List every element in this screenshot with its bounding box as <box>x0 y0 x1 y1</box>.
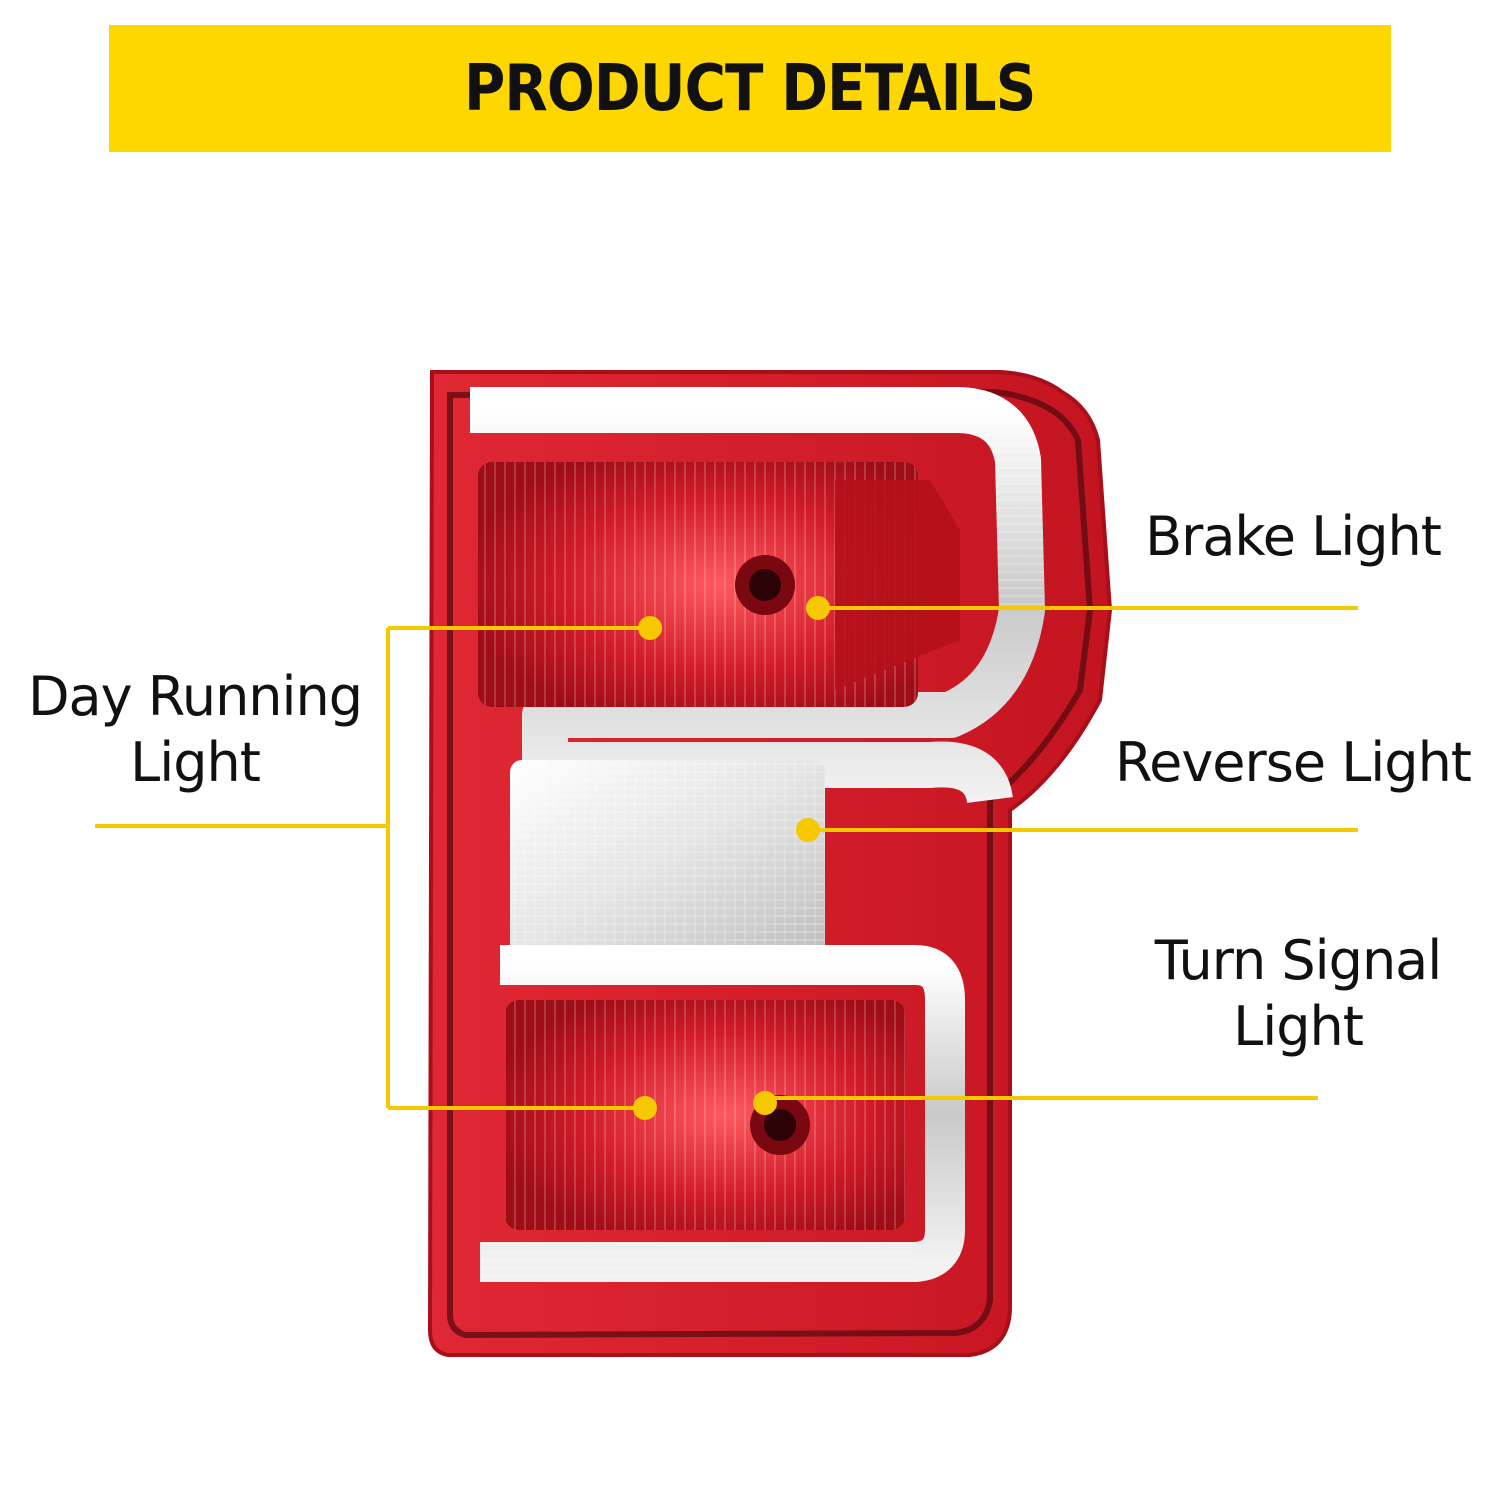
day-running-light-label: Day Running Light <box>5 664 385 796</box>
reverse-light-text: Reverse Light <box>1115 731 1472 794</box>
turn-signal-line2: Light <box>1233 995 1364 1058</box>
turn-signal-light-label: Turn Signal Light <box>1128 928 1468 1060</box>
header-banner: PRODUCT DETAILS <box>109 25 1391 152</box>
reverse-dot <box>796 818 820 842</box>
reverse-light-label: Reverse Light <box>1098 730 1488 796</box>
brake-light-text: Brake Light <box>1145 505 1442 568</box>
day-running-line1: Day Running <box>27 665 363 728</box>
day-running-line2: Light <box>130 731 261 794</box>
page-title: PRODUCT DETAILS <box>464 51 1036 126</box>
turn-signal-line1: Turn Signal <box>1154 929 1443 992</box>
brake-dot <box>806 596 830 620</box>
day-running-dot-lower <box>633 1096 657 1120</box>
brake-light-label: Brake Light <box>1128 504 1458 570</box>
callout-lines <box>95 606 1358 1110</box>
day-running-dot-upper <box>638 616 662 640</box>
callout-dots <box>633 596 830 1120</box>
turn-signal-dot <box>753 1091 777 1115</box>
